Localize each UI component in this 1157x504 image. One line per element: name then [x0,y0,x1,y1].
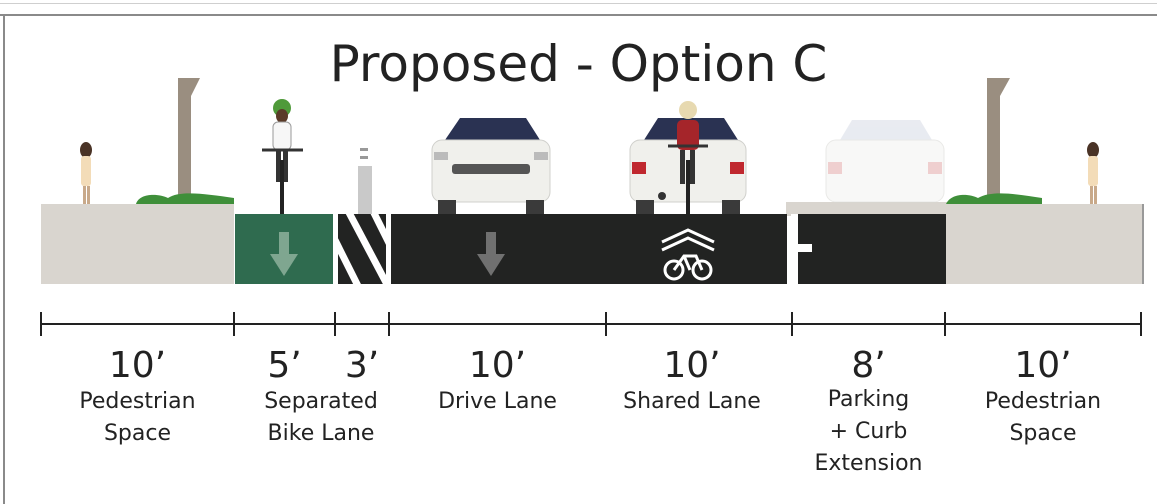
right-sidewalk [946,204,1142,284]
segment-width: 10’ [663,345,721,386]
window-left-border [0,16,5,504]
segment-label: Drive Lane [438,389,557,414]
pedestrian-icon [1087,142,1099,204]
car-icon [431,118,551,214]
segment-pedestrian-right: 10’ Pedestrian Space [945,346,1141,450]
segment-label: Space [1009,421,1077,446]
segment-bike-lane: 5’ [234,346,335,386]
segment-drive-lane: 10’ Drive Lane [389,346,606,418]
segment-width: 10’ [468,345,527,386]
down-arrow-icon [270,232,298,276]
window-top-border [0,0,1157,16]
segment-parking: 8’ [792,346,945,386]
buffer-zone [338,214,386,284]
segment-shared-lane: 10’ Shared Lane [592,346,792,418]
parking-marker [791,214,812,284]
segment-width: 8’ [851,345,886,386]
car-icon [825,120,945,203]
tree-icon [136,78,234,204]
cyclist-icon [668,101,708,214]
curb-extension [786,202,956,216]
segment-label: Pedestrian [79,389,196,414]
segment-label: Shared Lane [623,389,761,414]
segment-label: Space [103,421,172,446]
segment-bike-lane-label: Separated Bike Lane [244,386,398,450]
segment-pedestrian-left: 10’ Pedestrian Space [41,346,234,450]
left-sidewalk [41,204,234,284]
segment-label: Extension [814,451,923,476]
cyclist-icon [262,99,303,214]
segment-label: Separated [264,389,378,414]
right-edge [1142,204,1144,284]
bollard-icon [358,148,372,214]
segment-label: Pedestrian [984,389,1102,414]
segment-parking-label: Parking + Curb Extension [792,384,945,480]
tree-icon [946,78,1042,204]
segment-label: + Curb [829,419,908,444]
segment-buffer: 3’ [335,346,389,386]
down-arrow-icon [477,232,505,276]
segment-width: 10’ [1014,345,1072,386]
dimension-line [40,312,1142,336]
diagram-title: Proposed - Option C [329,35,828,93]
travel-lanes [391,214,787,284]
segment-width: 3’ [344,345,380,386]
pedestrian-icon [80,142,92,204]
sharrow-icon [661,228,715,281]
segment-width: 5’ [267,345,302,386]
parking-lane [795,214,946,284]
segment-label: Parking [827,387,910,412]
segment-label: Bike Lane [267,421,375,446]
segment-width: 10’ [108,345,167,386]
